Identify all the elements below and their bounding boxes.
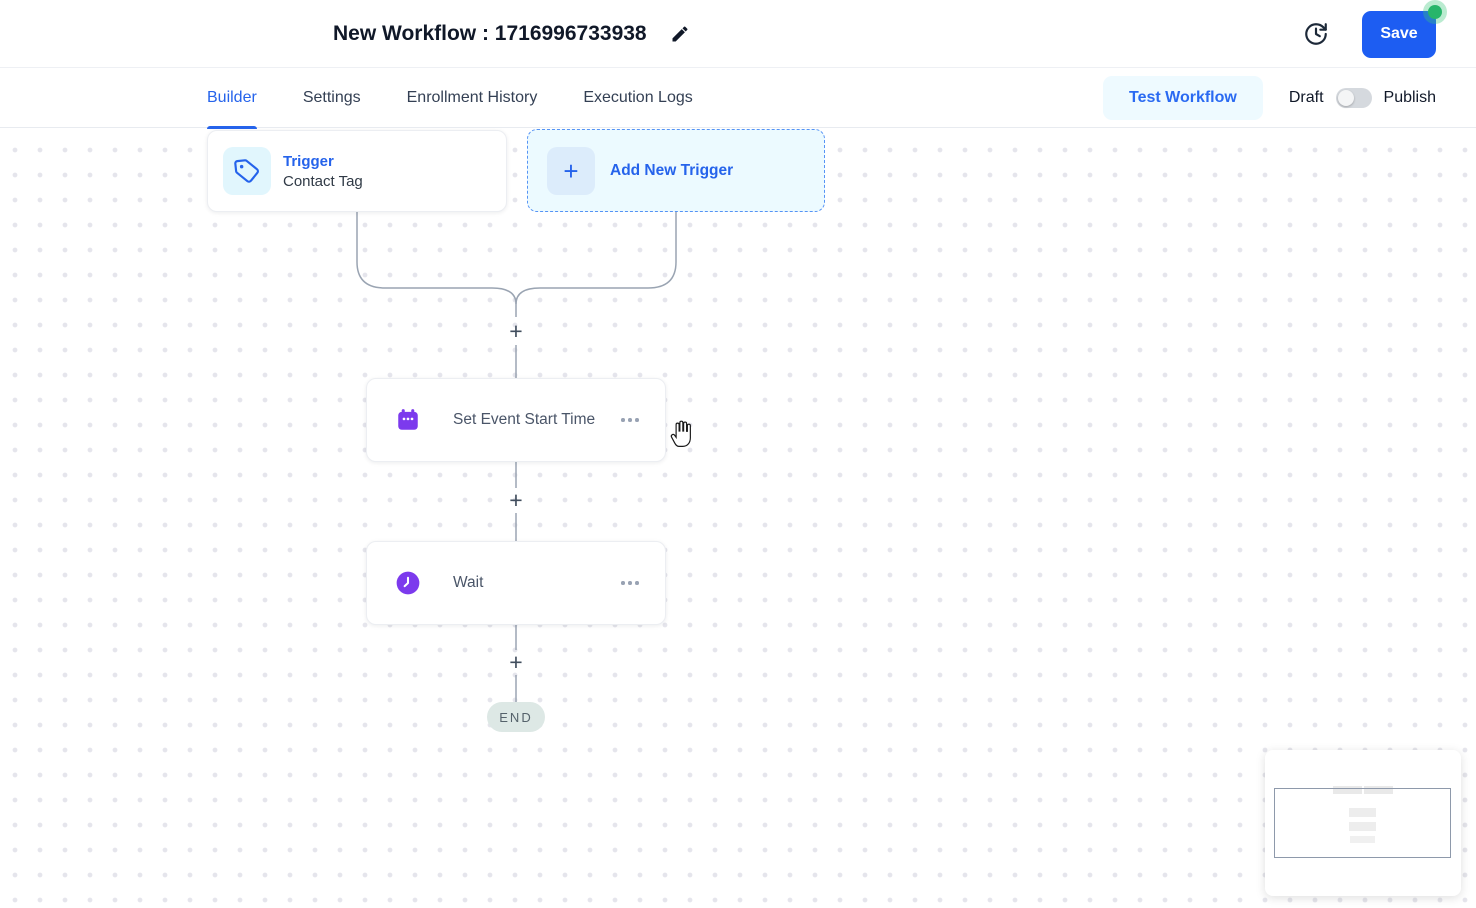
clock-icon [395, 570, 421, 596]
connector-lines [356, 212, 677, 702]
tab-settings-label: Settings [302, 88, 361, 106]
minimap-node [1349, 808, 1376, 817]
test-workflow-label: Test Workflow [1128, 88, 1237, 106]
minimap-node [1350, 836, 1375, 843]
calendar-icon [395, 407, 421, 433]
history-button[interactable] [1302, 20, 1330, 48]
end-label: END [499, 709, 533, 725]
publish-toggle[interactable] [1335, 87, 1372, 108]
tab-builder-label: Builder [207, 88, 257, 106]
minimap[interactable] [1265, 750, 1461, 896]
tab-execution-logs[interactable]: Execution Logs [583, 68, 692, 128]
pencil-icon [672, 26, 688, 42]
page-title: New Workflow : 1716996733938 [333, 22, 647, 45]
trigger-icon-box [223, 147, 271, 195]
trigger-card[interactable]: Trigger Contact Tag [207, 130, 507, 212]
node-label: Set Event Start Time [453, 411, 596, 428]
edit-title-button[interactable] [669, 23, 691, 45]
save-button-label: Save [1380, 25, 1418, 42]
node-set-event-start-time[interactable]: Set Event Start Time [366, 378, 666, 462]
node-wait[interactable]: Wait [366, 541, 666, 625]
add-step-button-3[interactable]: + [503, 649, 529, 675]
save-button[interactable]: Save [1362, 4, 1442, 58]
tab-settings[interactable]: Settings [303, 68, 361, 128]
more-menu-icon[interactable] [619, 412, 641, 428]
draft-label: Draft [1288, 88, 1324, 106]
history-icon [1305, 23, 1327, 45]
trigger-card-texts: Trigger Contact Tag [283, 153, 363, 190]
publish-toggle-knob [1337, 89, 1354, 106]
tab-builder[interactable]: Builder [207, 68, 257, 129]
plus-icon: + [509, 486, 523, 513]
minimap-viewport[interactable] [1274, 788, 1451, 858]
add-new-trigger-label: Add New Trigger [610, 161, 734, 179]
node-label: Wait [453, 574, 484, 591]
workflow-canvas[interactable]: Trigger Contact Tag + Add New Trigger + … [0, 128, 1476, 908]
plus-icon: + [509, 648, 523, 675]
header-actions: Save [1302, 0, 1442, 68]
add-trigger-icon-box: + [547, 146, 595, 195]
add-step-button-1[interactable]: + [503, 318, 529, 344]
tab-execution-logs-label: Execution Logs [583, 88, 693, 106]
end-node: END [487, 702, 545, 732]
status-dot [1428, 4, 1442, 19]
publish-label: Publish [1383, 88, 1436, 106]
minimap-node [1349, 822, 1376, 831]
minimap-node [1364, 786, 1393, 794]
trigger-card-title: Trigger [283, 152, 334, 170]
workflow-title-wrap: New Workflow : 1716996733938 [333, 0, 691, 68]
tab-enrollment-history-label: Enrollment History [406, 88, 538, 106]
plus-icon: + [563, 155, 579, 186]
header: New Workflow : 1716996733938 Save [0, 0, 1476, 68]
add-step-button-2[interactable]: + [503, 487, 529, 513]
hand-cursor-icon [670, 420, 691, 447]
trigger-card-subtitle: Contact Tag [283, 172, 363, 190]
test-workflow-button[interactable]: Test Workflow [1102, 75, 1263, 120]
tab-enrollment-history[interactable]: Enrollment History [407, 68, 538, 128]
more-menu-icon[interactable] [619, 575, 641, 591]
plus-icon: + [509, 317, 523, 344]
tag-icon [234, 159, 259, 183]
add-new-trigger-card[interactable]: + Add New Trigger [527, 129, 825, 212]
minimap-node [1333, 786, 1362, 794]
tab-bar: Builder Settings Enrollment History Exec… [0, 68, 1476, 129]
